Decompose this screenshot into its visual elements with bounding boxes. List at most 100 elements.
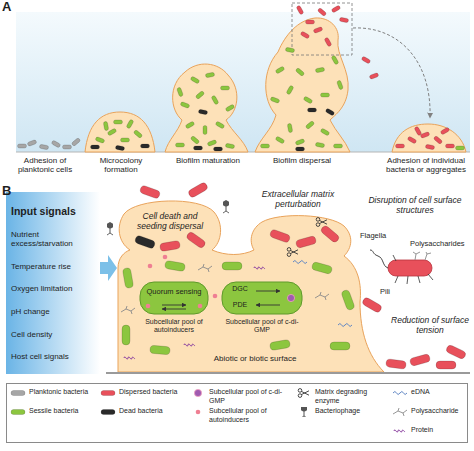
bacterium	[341, 289, 355, 311]
bacterium	[133, 130, 142, 139]
mechanism-label: Extracellular matrix perturbation	[250, 190, 346, 210]
legend-item: Protein	[392, 426, 469, 436]
bacterium	[122, 325, 130, 345]
bacterium	[303, 96, 313, 104]
bacterium	[337, 80, 344, 90]
bacterium	[215, 121, 225, 129]
surface-polysaccharides	[413, 252, 431, 260]
bacterium	[114, 120, 123, 124]
legend-symbol	[394, 430, 405, 432]
legend-swatch-color	[101, 410, 115, 415]
input-signal-panel: Input signalsNutrient excess/starvationT…	[6, 192, 100, 374]
bacterium	[190, 136, 199, 145]
legend-swatch-color	[11, 391, 25, 396]
bacterium	[115, 145, 125, 151]
bacterium	[331, 5, 341, 13]
legend-symbol	[196, 410, 201, 415]
reaction-arrow	[162, 309, 186, 310]
bacteriophage	[107, 222, 113, 235]
bacterium	[71, 138, 80, 147]
bacterium	[425, 144, 435, 150]
bacterium	[296, 5, 304, 15]
legend-symbol	[298, 389, 309, 398]
legend-item: Subcellular pool of autoinducers	[190, 407, 295, 424]
stage-label: Biofilm maturation	[166, 156, 250, 165]
dispersing-biofilm-shape	[255, 18, 350, 152]
stage-label: Microcolony formation	[84, 156, 158, 174]
bacterium	[320, 225, 340, 244]
bacterium	[386, 359, 407, 370]
bacterium	[445, 344, 467, 360]
legend-swatch	[100, 407, 116, 417]
legend-text: Dead bacteria	[119, 407, 191, 416]
reaction-arrow	[256, 305, 280, 306]
stage-label: Adhesion of planktonic cells	[8, 156, 82, 174]
bacterium	[311, 262, 332, 275]
bacterium	[225, 104, 235, 112]
bacterium	[221, 86, 230, 90]
legend-text: Sessile bacteria	[29, 407, 101, 416]
bacterium	[187, 182, 208, 199]
bacterium	[414, 126, 422, 136]
structure-label: Polysaccharides	[410, 240, 472, 249]
bacterium	[159, 240, 180, 251]
legend-item: Matrix degrading enzyme	[296, 388, 391, 405]
structure-label: Pili	[380, 288, 400, 297]
legend-swatch	[190, 388, 206, 398]
pili	[393, 255, 433, 284]
bacterium	[63, 145, 72, 149]
bacterium	[369, 73, 379, 80]
bacterium	[141, 144, 150, 148]
flagellum	[370, 250, 388, 268]
bacterium	[176, 143, 185, 147]
protein	[254, 267, 265, 269]
legend-item: Bacteriophage	[296, 407, 391, 417]
symbol-group	[107, 200, 352, 359]
bacterium	[207, 140, 217, 147]
bacterium	[325, 108, 335, 116]
bacterium	[185, 121, 195, 129]
signal-arrow	[100, 255, 117, 281]
enzyme-label: PDE	[228, 301, 252, 309]
bacterium	[91, 145, 100, 149]
bacterium	[287, 123, 293, 133]
c-di-gmp-pool	[287, 294, 294, 301]
legend-item: Dead bacteria	[100, 407, 191, 417]
bacterium	[122, 267, 133, 288]
edna	[338, 324, 352, 327]
mature-biofilm-shape	[165, 64, 248, 152]
legend-text: Protein	[411, 426, 469, 435]
legend-swatch-color	[11, 410, 25, 415]
bacterium	[261, 144, 270, 148]
bacterium	[315, 142, 325, 148]
legend-item: Planktonic bacteria	[10, 388, 101, 398]
structure-label: Flagella	[360, 232, 400, 241]
bacterium	[194, 146, 203, 150]
legend-item: eDNA	[392, 388, 469, 398]
bacterium	[269, 339, 290, 350]
legend-swatch	[10, 407, 26, 417]
legend-text: Subcellular pool of autoinducers	[209, 407, 295, 424]
edna	[293, 261, 307, 264]
bacterium	[180, 102, 190, 109]
biofilm-body	[118, 201, 384, 372]
mechanism-label: Cell death and seeding dispersal	[132, 212, 208, 232]
microcolony-shape	[85, 112, 155, 152]
bacterium	[420, 132, 430, 139]
panel-letter: A	[2, 0, 16, 15]
bacterium	[18, 144, 27, 148]
surface-label: Abiotic or biotic surface	[196, 354, 314, 363]
bacterium	[103, 121, 109, 131]
bacterium	[396, 144, 405, 148]
stage-label: Biofilm dispersal	[260, 156, 344, 165]
signal-item: Host cell signals	[11, 352, 96, 361]
autoinducer	[146, 304, 151, 309]
legend-item: Polysaccharide	[392, 407, 469, 417]
polysaccharide	[315, 292, 329, 300]
bacterium	[203, 126, 207, 135]
bacterium	[164, 260, 185, 271]
bacterium	[139, 185, 161, 199]
legend-text: eDNA	[411, 388, 469, 397]
signal-item: Temperature rise	[11, 262, 96, 271]
